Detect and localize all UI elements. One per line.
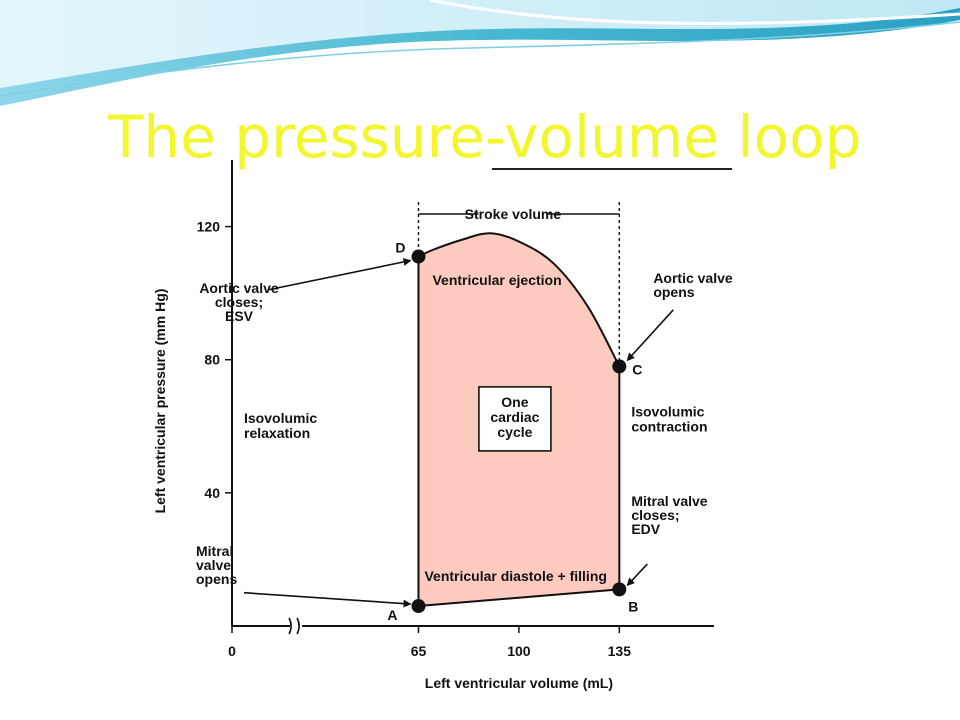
one-cardiac-cycle-box [478,386,552,452]
label-ventricular-ejection: Ventricular ejection [432,272,561,288]
one-cardiac-cycle-line-1: One [501,394,528,410]
point-label-a: A [387,607,397,623]
x-axis-break-mark-1 [288,617,292,635]
x-tick-label-135: 135 [608,643,632,659]
x-tick-label-65: 65 [411,643,427,659]
y-tick-label-120: 120 [197,219,221,235]
point-b [612,582,627,597]
arrow-mitral-opens [243,591,412,608]
slide-title: The pressure-volume loop [108,103,862,171]
arrow-aortic-closes [267,258,412,291]
arrow-mitral-closes [626,563,648,587]
label-mitral-closes-line-1: Mitral valve [631,493,707,509]
label-isovolumic-relaxation-line-2: relaxation [244,425,310,441]
point-c [612,359,627,374]
label-aortic-opens-line-1: Aortic valve [653,270,733,286]
label-mitral-closes-line-3: EDV [631,521,660,537]
label-mitral-opens-line-2: valve [196,557,231,573]
label-isovolumic-contraction-line-2: contraction [631,418,707,434]
point-label-b: B [628,598,638,614]
label-aortic-closes-line-3: ESV [225,308,254,324]
y-axis-title: Left ventricular pressure (mm Hg) [152,289,168,514]
label-aortic-opens-line-2: opens [653,284,694,300]
y-tick-label-40: 40 [204,485,220,501]
point-a [411,599,426,614]
label-mitral-opens-line-1: Mitral [196,543,233,559]
arrow-aortic-opens [626,309,674,362]
label-aortic-closes-line-1: Aortic valve [199,280,279,296]
label-isovolumic-contraction-line-1: Isovolumic [631,403,704,419]
header-wave-highlight [429,0,960,25]
point-d [411,249,426,264]
label-isovolumic-relaxation-line-1: Isovolumic [244,410,317,426]
header-wave-decoration [0,0,960,106]
label-ventricular-diastole: Ventricular diastole + filling [424,568,606,584]
one-cardiac-cycle-line-2: cardiac [490,409,539,425]
label-aortic-closes-line-2: closes; [215,294,263,310]
x-axis-title: Left ventricular volume (mL) [425,675,613,691]
y-tick-label-80: 80 [204,352,220,368]
point-label-d: D [395,240,405,256]
label-mitral-closes-line-2: closes; [631,507,679,523]
label-mitral-opens-line-3: opens [196,571,237,587]
title-underline [492,168,732,170]
x-tick-label-100: 100 [507,643,531,659]
stroke-volume-label: Stroke volume [465,206,562,222]
header-wave-line [0,21,960,97]
one-cardiac-cycle-line-3: cycle [497,424,532,440]
x-tick-label-0: 0 [228,643,236,659]
x-axis-break-mark-2 [296,617,300,635]
point-label-c: C [632,361,642,377]
